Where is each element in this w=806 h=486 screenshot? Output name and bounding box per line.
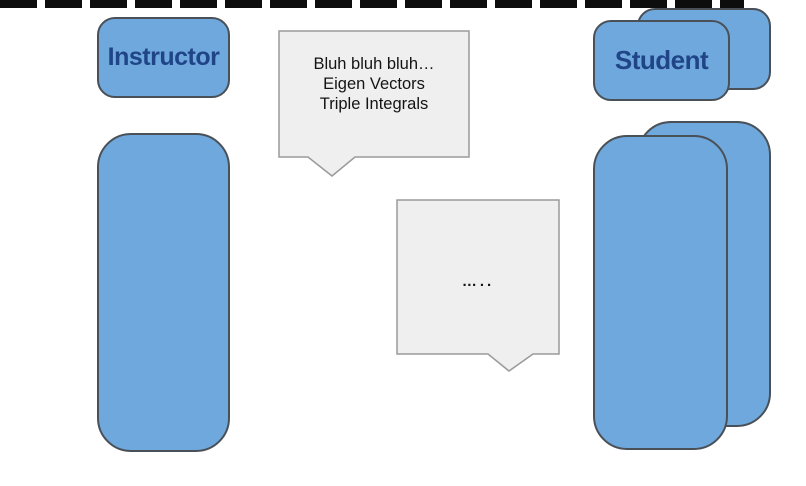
instructor-column-rect [97,133,230,452]
speech-bubble-2-text: ….. [461,273,495,290]
instructor-card: Instructor [97,17,230,98]
student-label: Student [614,45,709,75]
student-column-rect-front [593,135,728,450]
speech-bubble-instructor: Bluh bluh bluh… Eigen Vectors Triple Int… [278,30,470,177]
speech-bubble-2-outline [396,199,560,372]
speech-bubble-1-shape [278,30,470,177]
speech-bubble-1-text: Bluh bluh bluh… Eigen Vectors Triple Int… [278,54,470,114]
speech-bubble-student: ….. [396,199,560,372]
speech-line-2: Eigen Vectors [323,75,425,93]
speech-bubble-1-outline [278,30,470,177]
speech-bubble-2-shape [396,199,560,372]
speech-line-3: Triple Integrals [319,95,429,113]
speech-line-1: Bluh bluh bluh… [313,55,435,73]
top-dashed-bar [0,0,744,8]
student-card-front: Student [593,20,730,101]
instructor-label: Instructor [107,43,220,71]
